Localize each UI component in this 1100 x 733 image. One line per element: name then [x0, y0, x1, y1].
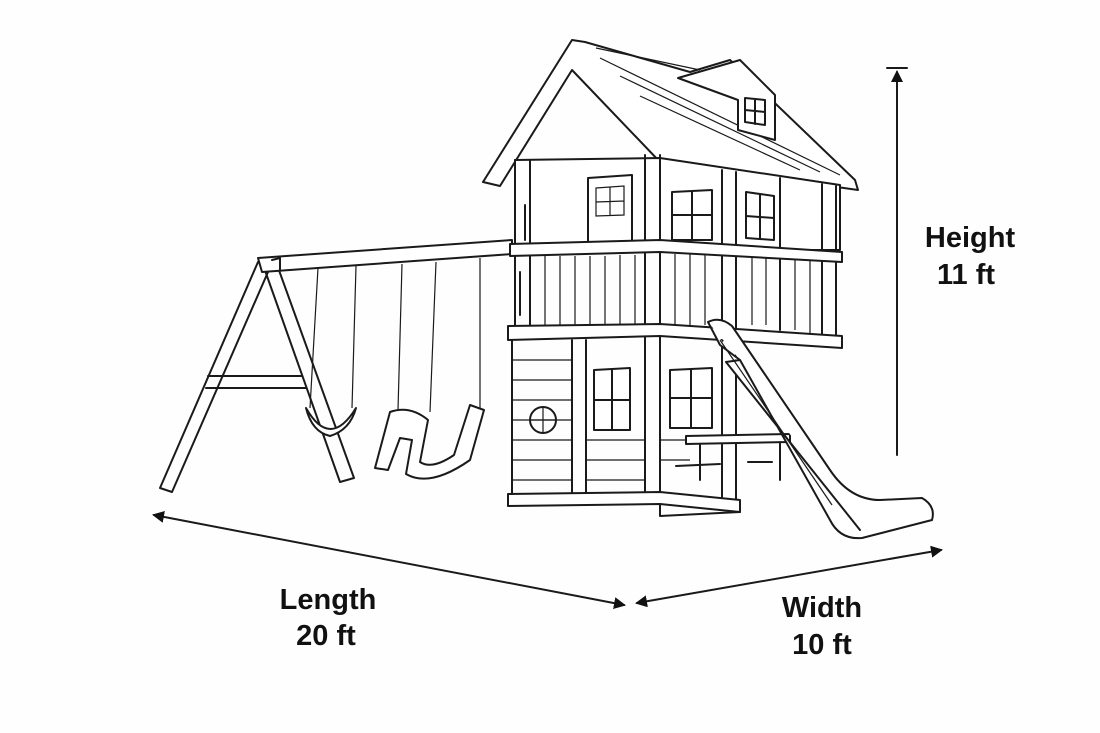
lower-window: [593, 367, 631, 431]
width-value: 10 ft: [792, 629, 852, 661]
swing-chains: [309, 258, 481, 413]
width-label: Width: [782, 592, 862, 624]
height-value: 11 ft: [937, 259, 995, 291]
clubhouse: [482, 39, 859, 517]
upper-window: [671, 189, 713, 241]
dormer-window: [744, 97, 766, 126]
length-label: Length: [280, 584, 377, 616]
length-value: 20 ft: [296, 620, 356, 652]
roof: [482, 39, 859, 191]
upper-window-side: [745, 191, 775, 241]
width-dimension-arrow: [635, 545, 943, 608]
height-dimension-arrow: [886, 67, 908, 456]
handle-upper: [519, 204, 526, 316]
swing-set: [159, 239, 513, 493]
lower-window-side: [669, 367, 713, 429]
base: [507, 491, 741, 513]
length-dimension-arrow: [152, 510, 626, 610]
glider-swing: [374, 404, 485, 480]
height-label: Height: [925, 222, 1016, 254]
belt-swing: [305, 407, 357, 437]
slide: [707, 318, 934, 540]
picnic-table: [675, 433, 791, 481]
balcony-rail: [509, 239, 843, 263]
